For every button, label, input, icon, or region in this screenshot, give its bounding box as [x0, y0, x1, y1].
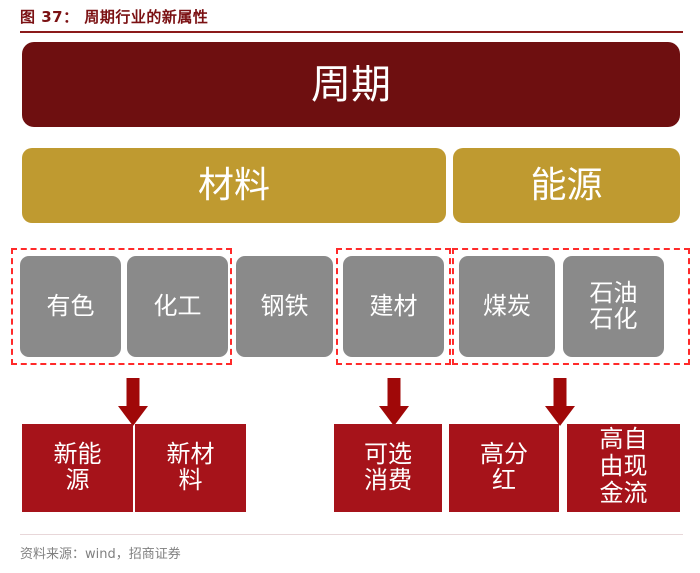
arrow-to-high-dividend-cashflow: [545, 378, 575, 426]
arrow-to-optional-consumption: [379, 378, 409, 426]
group-meitan-shiyou: [452, 248, 690, 365]
node-new-materials-label-line1: 新材: [166, 440, 215, 469]
title-divider: [20, 31, 683, 33]
node-cycle-label: 周期: [311, 61, 391, 108]
node-chemicals-label: 化工: [153, 291, 202, 320]
group-jiancai: [336, 248, 451, 365]
node-new-energy[interactable]: 新能 源: [22, 424, 133, 512]
node-nonferrous-metals-label: 有色: [46, 291, 95, 320]
node-new-materials[interactable]: 新材 料: [135, 424, 246, 512]
footer-divider: [20, 534, 683, 535]
node-materials[interactable]: 材料: [22, 148, 446, 223]
arrow-shaft: [553, 378, 567, 408]
arrow-shaft: [126, 378, 140, 408]
node-chemicals[interactable]: 化工: [127, 256, 228, 357]
node-oil-petrochemical-label-line1: 石油: [589, 278, 638, 307]
node-new-energy-label-line1: 新能: [53, 440, 102, 469]
node-steel-label: 钢铁: [260, 291, 309, 320]
node-optional-consumption[interactable]: 可选 消费: [334, 424, 442, 512]
node-coal[interactable]: 煤炭: [459, 256, 555, 357]
node-steel[interactable]: 钢铁: [236, 256, 333, 357]
node-building-materials[interactable]: 建材: [343, 256, 444, 357]
node-high-free-cash-flow[interactable]: 高自由现金流: [567, 424, 680, 512]
node-energy[interactable]: 能源: [453, 148, 680, 223]
node-new-energy-label-line2: 源: [65, 466, 90, 494]
node-oil-petrochemical-label-line2: 石化: [589, 304, 638, 333]
node-materials-label: 材料: [197, 164, 270, 206]
node-cycle[interactable]: 周期: [22, 42, 680, 127]
arrow-to-new-energy-materials: [118, 378, 148, 426]
arrow-head: [545, 406, 575, 426]
node-high-dividend-label-line1: 高分: [480, 440, 528, 469]
node-high-free-cash-flow-label: 高自由现金流: [599, 425, 648, 507]
arrow-shaft: [387, 378, 401, 408]
node-energy-label: 能源: [530, 164, 603, 206]
arrow-head: [118, 406, 148, 426]
node-nonferrous-metals[interactable]: 有色: [20, 256, 121, 357]
page-title: 图 37： 周期行业的新属性: [20, 8, 209, 26]
node-high-dividend-label-line2: 红: [492, 466, 516, 494]
source-note: 资料来源：wind，招商证券: [20, 547, 181, 562]
arrow-head: [379, 406, 409, 426]
node-optional-consumption-label-line2: 消费: [364, 466, 412, 494]
node-oil-petrochemical[interactable]: 石油 石化: [563, 256, 664, 357]
node-building-materials-label: 建材: [369, 291, 418, 320]
node-new-materials-label-line2: 料: [178, 466, 203, 494]
node-optional-consumption-label-line1: 可选: [364, 440, 412, 469]
node-high-dividend[interactable]: 高分 红: [449, 424, 559, 512]
group-youse-huagong: [11, 248, 232, 365]
node-coal-label: 煤炭: [483, 291, 531, 320]
